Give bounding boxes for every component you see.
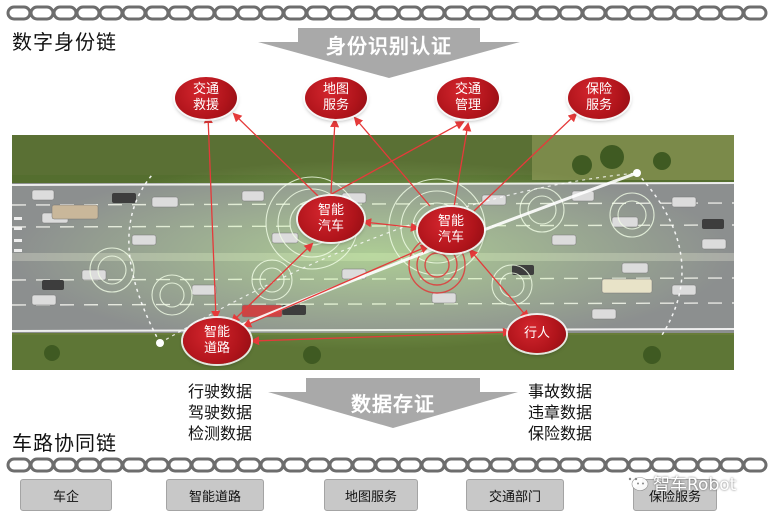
chain-link — [328, 457, 354, 473]
identity-auth-arrow — [258, 28, 520, 78]
node-insurance-service: 保险 服务 — [568, 77, 630, 119]
node-map-service-box: 地图服务 — [324, 479, 418, 511]
node-automaker: 车企 — [20, 479, 112, 511]
chain-link — [167, 457, 193, 473]
node-traffic-rescue: 交通 救援 — [175, 77, 237, 119]
chain-link — [121, 457, 147, 473]
chain-link — [75, 457, 101, 473]
chain-link — [144, 457, 170, 473]
chain-link — [397, 457, 423, 473]
chain-link — [6, 457, 32, 473]
data-item-accident: 事故数据 — [528, 382, 593, 401]
node-smart-road: 智能 道路 — [183, 318, 251, 364]
chain-link — [558, 457, 584, 473]
chain-link — [742, 457, 768, 473]
chain-link — [236, 457, 262, 473]
chain-link — [420, 457, 446, 473]
watermark-text: 智车Robot — [653, 474, 737, 495]
data-item-driver: 驾驶数据 — [188, 403, 253, 422]
node-map-service: 地图 服务 — [305, 77, 367, 119]
node-smart-road-box: 智能道路 — [166, 479, 264, 511]
chain-link — [351, 457, 377, 473]
vehicle-data-list: 行驶数据 驾驶数据 检测数据 — [188, 381, 252, 444]
chain-link — [52, 457, 78, 473]
chain-link — [466, 457, 492, 473]
data-item-violation: 违章数据 — [528, 403, 593, 422]
data-item-insurance: 保险数据 — [528, 424, 593, 443]
incident-data-list: 事故数据 违章数据 保险数据 — [528, 381, 592, 444]
chain-link — [98, 457, 124, 473]
chain-link — [259, 457, 285, 473]
node-smart-car-1: 智能 汽车 — [298, 196, 364, 242]
chain-link — [581, 457, 607, 473]
chain-link — [489, 457, 515, 473]
identity-auth-label: 身份识别认证 — [326, 34, 452, 58]
node-smart-car-2: 智能 汽车 — [418, 207, 484, 253]
chain-link — [213, 457, 239, 473]
chain-link — [305, 457, 331, 473]
node-pedestrian: 行人 — [508, 315, 566, 353]
digital-identity-chain — [6, 5, 768, 21]
watermark: 智车Robot — [623, 469, 773, 495]
chain-link — [443, 457, 469, 473]
data-item-detection: 检测数据 — [188, 424, 253, 443]
chain-link — [535, 457, 561, 473]
node-traffic-management: 交通 管理 — [437, 77, 499, 119]
wechat-icon — [624, 472, 649, 491]
chain-link — [282, 457, 308, 473]
chain-link — [374, 457, 400, 473]
chain-link — [742, 5, 768, 21]
chain-link — [29, 457, 55, 473]
vehicle-road-chain-label: 车路协同链 — [12, 431, 117, 455]
vehicle-road-chain — [6, 457, 768, 473]
data-evidence-label: 数据存证 — [351, 392, 435, 416]
chain-link — [190, 457, 216, 473]
node-traffic-dept-box: 交通部门 — [466, 479, 564, 511]
digital-identity-chain-label: 数字身份链 — [12, 30, 117, 54]
data-evidence-arrow — [268, 378, 518, 428]
chain-link — [512, 457, 538, 473]
data-item-driving: 行驶数据 — [188, 382, 253, 401]
